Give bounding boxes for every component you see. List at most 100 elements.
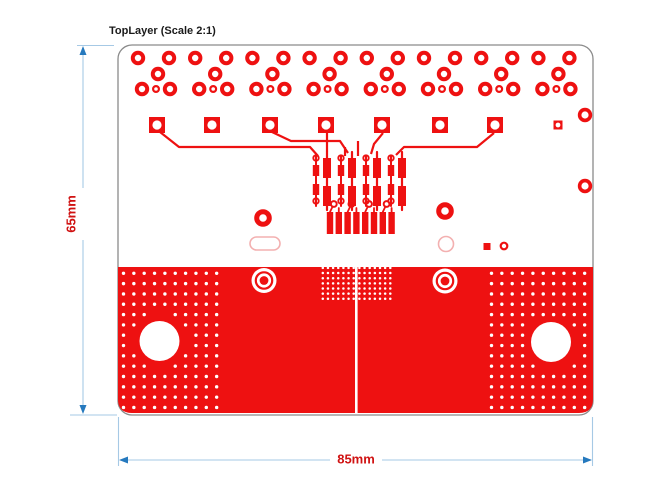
via-dot	[183, 271, 188, 275]
hole-pad-ring	[266, 84, 275, 93]
hole-pad-ring	[474, 50, 489, 66]
via-dot	[531, 395, 535, 399]
via-dot	[121, 385, 126, 389]
via-dot	[562, 302, 566, 306]
height-dimension-label: 65mm	[63, 191, 79, 237]
via-dot	[121, 312, 126, 317]
hole-pad-ring	[436, 202, 454, 220]
via-ring	[337, 154, 345, 162]
via-dot	[194, 302, 198, 306]
via-dot	[378, 271, 382, 275]
via-dot	[531, 271, 535, 275]
via-dot	[347, 266, 350, 270]
via-dot	[352, 282, 355, 285]
via-dot	[352, 292, 355, 295]
smd-pad	[337, 184, 345, 195]
via-dot	[531, 385, 535, 389]
via-dot	[562, 312, 566, 317]
via-dot	[572, 405, 576, 410]
via-dot	[500, 385, 504, 389]
via-dot	[510, 271, 514, 275]
via-dot	[510, 395, 514, 399]
via-dot	[142, 405, 146, 410]
via-dot	[142, 374, 146, 379]
via-dot	[520, 271, 525, 275]
via-dot	[326, 282, 330, 285]
pad-hole	[377, 120, 387, 130]
via-dot	[363, 282, 366, 285]
via-dot	[383, 266, 387, 270]
hole-pad-ring	[379, 66, 394, 82]
via-dot	[321, 292, 325, 295]
via-dot	[194, 281, 198, 286]
via-dot	[214, 395, 219, 399]
trace	[369, 132, 384, 155]
top-hole-clusters	[130, 50, 578, 97]
via-dot	[541, 312, 545, 317]
via-dot	[152, 281, 157, 286]
via-dot	[358, 276, 361, 280]
via-dot	[378, 282, 382, 285]
hole-pad-ring	[333, 50, 348, 66]
via-dot	[321, 287, 325, 290]
via-dot	[342, 297, 345, 301]
via-dot	[373, 276, 377, 280]
via-dot	[163, 302, 167, 306]
via-dot	[531, 281, 535, 286]
via-dot	[173, 385, 177, 389]
via-dot	[541, 281, 545, 286]
pale-outlines	[249, 235, 455, 253]
via-dot	[520, 354, 525, 358]
via-dot	[358, 271, 361, 275]
circle-outline	[437, 235, 455, 253]
pad-ring	[435, 271, 455, 291]
pad-hole	[207, 120, 217, 130]
via-dot	[194, 385, 198, 389]
via-dot	[520, 302, 525, 306]
via-dot	[363, 287, 366, 290]
via-dot	[204, 364, 208, 368]
via-ring	[329, 200, 338, 208]
hole-pad-ring	[161, 50, 177, 66]
dimension-annotations	[70, 44, 594, 466]
via-dot	[204, 271, 208, 275]
via-dot	[326, 271, 330, 275]
via-dot	[121, 271, 126, 275]
via-dot	[132, 292, 136, 296]
via-dot	[551, 395, 556, 399]
via-dot	[389, 282, 392, 285]
via-dot	[582, 354, 587, 358]
via-dot	[489, 343, 494, 348]
via-ring	[347, 200, 356, 208]
via-dot	[152, 292, 157, 296]
via-dot	[163, 374, 167, 379]
via-dot	[132, 354, 136, 358]
smd-pad	[323, 158, 331, 178]
via-dot	[331, 292, 335, 295]
via-dot	[142, 281, 146, 286]
via-dot	[520, 343, 525, 348]
via-dot	[214, 405, 219, 410]
via-dot	[194, 364, 198, 368]
via-ring	[337, 197, 345, 205]
trace	[329, 205, 334, 213]
via-dot	[194, 395, 198, 399]
via-dot	[500, 271, 504, 275]
pad-hole	[152, 120, 162, 130]
via-dot	[204, 343, 208, 348]
smd-pad	[348, 186, 356, 206]
via-dot	[326, 266, 330, 270]
via-dot	[152, 374, 157, 379]
via-dot	[132, 374, 136, 379]
via-ring	[365, 200, 373, 208]
via-dot	[378, 292, 382, 295]
via-dot	[132, 281, 136, 286]
via-dot	[510, 312, 514, 317]
pad-hole	[435, 120, 445, 130]
via-dot	[531, 302, 535, 306]
via-dot	[378, 276, 382, 280]
hole-pad-ring	[448, 81, 464, 97]
via-dot	[572, 364, 576, 368]
via-dot	[510, 333, 514, 337]
via-dot	[500, 374, 504, 379]
